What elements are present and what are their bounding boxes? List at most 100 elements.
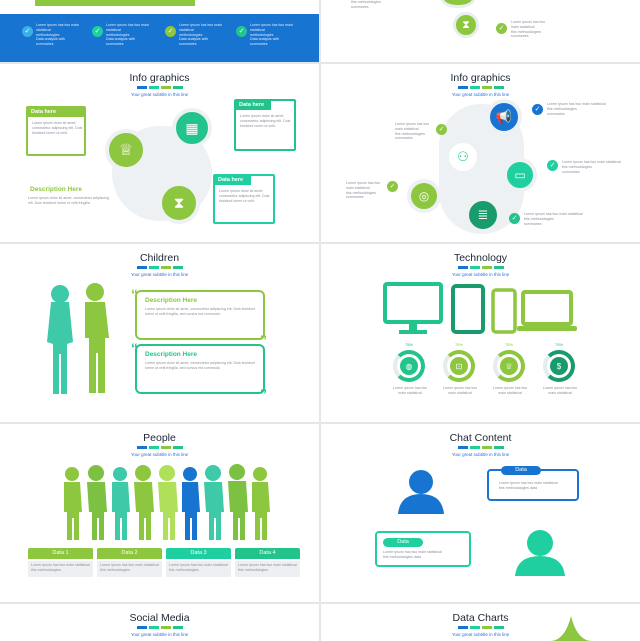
card-text: Lorem ipsum dolor sit amet, consectetur … [219,189,270,203]
text-block: Lorem ipsum has two main statistical thi… [346,181,381,200]
text-block: this methodologies summaries [351,0,381,9]
slide-title: People [143,432,176,444]
green-circle [441,0,475,8]
megaphone-icon: 📢 [486,99,522,135]
slide-children[interactable]: Children Your great subtitle in this lin… [0,244,319,422]
description-heading: Description Here [30,186,83,193]
caption: Lorem ipsum has two main statistical [492,386,528,395]
caption: Lorem ipsum has two main statistical thi… [100,563,159,572]
check-icon: ✓ [387,181,398,192]
caption: Lorem ipsum has two main statistical thi… [31,563,90,572]
girl-silhouette [47,285,73,394]
slide-infographics-1[interactable]: Info graphics Your great subtitle in thi… [0,64,319,242]
caption: Lorem ipsum has two main statistical thi… [238,563,297,572]
description-box: “ ” Description Here Lorem ipsum dolor s… [131,340,267,402]
description-heading: Description Here [145,351,198,358]
progress-ring: ♕ [493,350,525,382]
check-icon: ✓ [22,26,33,37]
progress-ring: $ [543,350,575,382]
description-box: “ ” Description Here Lorem ipsum dolor s… [131,286,267,348]
text-block: Lorem ipsum has two main statistical thi… [524,212,583,226]
slide-title: Info graphics [450,72,511,84]
trophy-icon: ♕ [105,129,147,171]
globe-icon: ◍ [400,357,418,375]
percent-label: 75% [554,342,563,347]
chart-peak-shape [551,616,591,641]
data-box: Lorem ipsum has two main statistical thi… [235,561,300,577]
slide-title: Info graphics [129,72,190,84]
slide-chat-content[interactable]: Chat Content Your great subtitle in this… [321,424,640,602]
slide-people[interactable]: People Your great subtitle in this line … [0,424,319,602]
bubble-text: Lorem ipsum has two main statistical thi… [499,481,558,490]
person-silhouette [182,467,200,540]
slide-subtitle: Your great subtitle in this line [451,632,510,637]
slide-title: Social Media [129,612,190,624]
chat-bubble: Data Lorem ipsum has two main statistica… [487,466,579,501]
data-box: Lorem ipsum has two main statistical thi… [97,561,162,577]
data-card: Data here Lorem ipsum dolor sit amet, co… [213,174,275,224]
calendar-icon: ▦ [172,108,212,148]
color-bars [136,626,183,629]
slide-subtitle: Your great subtitle in this line [451,92,510,97]
people-silhouettes [64,464,270,540]
slide-infographics-2[interactable]: Info graphics Your great subtitle in thi… [321,64,640,242]
color-bars [457,626,504,629]
tablet-icon [451,284,485,334]
server-icon: ≣ [465,197,501,233]
check-icon: ✓ [509,213,520,224]
card-label: Data here [236,101,271,110]
data-tab: Data 1 [28,548,93,559]
check-icon: ✓ [236,26,247,37]
user-silhouette-icon [398,470,444,514]
data-card: Data here Lorem ipsum dolor sit amet, co… [26,106,86,156]
item-text: Lorem ipsum has two main statistical met… [250,23,293,47]
blue-band: ✓ Lorem ipsum has two main statistical m… [0,14,319,62]
color-bars [136,266,183,269]
color-bars [457,86,504,89]
check-icon: ✓ [165,26,176,37]
text-block: Lorem ipsum has two main statistical thi… [395,122,430,141]
quote-close-icon: ” [260,332,267,348]
item-text: Lorem ipsum has two main statistical met… [36,23,79,47]
slide-technology[interactable]: Technology Your great subtitle in this l… [321,244,640,422]
slide-title: Technology [453,252,508,264]
color-bars [457,446,504,449]
hourglass-icon: ⧗ [453,12,479,38]
data-card: Data here Lorem ipsum dolor sit amet, co… [234,99,296,151]
dollar-icon: $ [550,357,568,375]
item-text: Lorem ipsum has two main statistical met… [106,23,149,47]
trophy-icon: ♕ [500,357,518,375]
person-silhouette [134,465,154,540]
slide-title: Chat Content [449,432,512,444]
user-silhouette-icon [515,530,565,576]
chat-bubble: Data Lorem ipsum has two main statistica… [375,531,471,567]
card-text: Lorem ipsum dolor sit amet, consectetur … [240,114,291,128]
card-label: Data here [215,176,251,185]
slide-circles-partial[interactable]: this methodologies summaries ⧗ ✓ Lorem i… [321,0,640,62]
caption: Lorem ipsum has two main statistical [392,386,428,395]
item-text: Lorem ipsum has two main statistical met… [179,23,222,47]
bubble-text: Lorem ipsum has two main statistical thi… [383,550,442,559]
text-block: Lorem ipsum has two main statistical thi… [511,20,546,39]
quote-open-icon: “ [131,340,138,356]
slide-subtitle: Your great subtitle in this line [130,272,189,277]
bubble-label: Data [501,466,541,475]
percent-label: 75% [454,342,463,347]
boy-silhouette [85,283,109,393]
description-text: Lorem ipsum dolor sit amet, consectetur … [145,307,256,316]
chat-icon: ▭ [503,158,537,192]
card-label: Data here [28,108,84,117]
text-block: Lorem ipsum has two main statistical thi… [562,160,621,174]
person-silhouette [112,467,130,540]
person-silhouette [87,465,107,540]
percent-label: 75% [404,342,413,347]
laptop-icon [517,290,577,331]
slide-checklist-partial[interactable]: ✓ Lorem ipsum has two main statistical m… [0,0,319,62]
camera-icon: ◎ [407,179,441,213]
slide-data-charts-partial[interactable]: Data Charts Your great subtitle in this … [321,604,640,641]
person-silhouette [204,465,224,540]
slide-social-media-partial[interactable]: Social Media Your great subtitle in this… [0,604,319,641]
data-tab: Data 3 [166,548,231,559]
percent-label: 75% [504,342,513,347]
